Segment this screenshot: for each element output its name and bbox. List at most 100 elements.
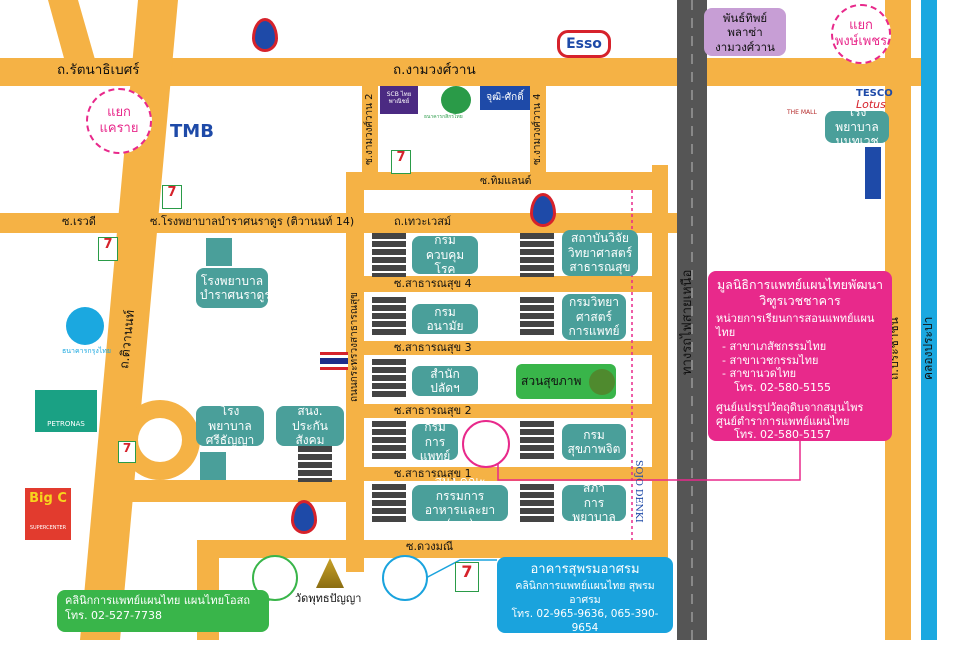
seven-eleven-icon: 7 bbox=[162, 185, 182, 209]
health-park: สวนสุขภาพ bbox=[516, 364, 616, 399]
road-label-satharanasuk-1: ซ.สาธารณสุข 1 bbox=[394, 467, 472, 480]
homepro-label: HomePro bbox=[847, 148, 856, 185]
road-duangmanee bbox=[204, 540, 668, 558]
health-park-label: สวนสุขภาพ bbox=[521, 374, 582, 388]
road-satharanasuk-3 bbox=[364, 341, 652, 355]
clinic-blue-phone: โทร. 02-965-9636, 065-390-9654 bbox=[511, 607, 659, 635]
intersection-khae-rai: แยก แคราย bbox=[86, 88, 152, 154]
tesco-label: TESCO bbox=[856, 88, 893, 99]
intersection-phong-phet: แยก พงษ์เพชร bbox=[831, 4, 891, 64]
road-label-rattanathibet: ถ.รัตนาธิเบศร์ bbox=[57, 62, 140, 78]
clinic-blue-line: LINE ID : suprom_clinic bbox=[525, 636, 645, 649]
road-label-satharanasuk-2: ซ.สาธารณสุข 2 bbox=[394, 404, 472, 417]
road-label-satharanasuk-4: ซ.สาธารณสุข 4 bbox=[394, 277, 472, 290]
road-label-canal: คลองประปา bbox=[921, 316, 935, 380]
hospital-icon bbox=[200, 452, 226, 480]
seven-eleven-icon: 7 bbox=[118, 441, 136, 463]
road-ngamwongwan bbox=[0, 58, 677, 86]
med-sciences-dept: กรมวิทยา ศาสตร์ การแพทย์ bbox=[562, 294, 626, 340]
petronas-logo: PETRONAS bbox=[35, 390, 97, 432]
building-icon bbox=[372, 233, 406, 277]
thai-flag-icon bbox=[320, 352, 348, 370]
foundation-item: - สาขาเภสัชกรรมไทย bbox=[722, 339, 827, 353]
big-c-logo: Big C SUPERCENTER bbox=[25, 488, 71, 540]
lotus-label: Lotus bbox=[856, 98, 886, 111]
foundation-title: มูลนิธิการแพทย์แผนไทยพัฒนา วิฑูรเวชชาคาร bbox=[716, 277, 884, 308]
the-mall-label: THE MALL bbox=[787, 109, 817, 116]
fda-office: สนง.คณะกรรมการ อาหารและยา (อย.) bbox=[412, 474, 508, 531]
social-security-office: สนง. ประกันสังคม bbox=[276, 404, 344, 447]
kasikorn-label: ธนาคารกสิกรไทย bbox=[424, 114, 463, 120]
clinic-location-icon bbox=[382, 555, 428, 601]
building-icon bbox=[372, 297, 406, 337]
road-label-soi-4: ซ.งามวงศ์วาน 4 bbox=[532, 93, 543, 165]
road-thim-land bbox=[346, 172, 668, 190]
foundation-center-1: ศูนย์แปรรูปวัตถุดิบจากสมุนไพร bbox=[716, 400, 864, 414]
scb-logo: SCB ไทยพาณิชย์ bbox=[380, 86, 418, 114]
clinic-green-name: คลินิกการแพทย์แผนไทย แผนไทยโอสถ bbox=[65, 594, 251, 607]
ptt-gas-icon bbox=[530, 193, 556, 227]
road-label-bamrasnaradura: ซ.โรงพยาบาลบำราศนราดูร (ติวานนท์ 14) bbox=[150, 215, 355, 228]
tmb-logo: TMB bbox=[170, 121, 214, 142]
road-label-satharanasuk-3: ซ.สาธารณสุข 3 bbox=[394, 341, 472, 354]
esso-logo: Esso bbox=[557, 30, 611, 58]
road-satharanasuk-1 bbox=[364, 467, 652, 481]
foundation-item: - สาขาเวชกรรมไทย bbox=[722, 353, 819, 367]
railway-track bbox=[677, 0, 707, 640]
seven-eleven-icon: 7 bbox=[391, 150, 411, 174]
foundation-info-box: มูลนิธิการแพทย์แผนไทยพัฒนา วิฑูรเวชชาคาร… bbox=[708, 271, 892, 441]
foundation-phone-2: โทร. 02-580-5157 bbox=[734, 428, 831, 442]
clinic-green-box: คลินิกการแพทย์แผนไทย แผนไทยโอสถ โทร. 02-… bbox=[57, 590, 269, 632]
road-label-duangmanee: ซ.ดวงมณี bbox=[406, 540, 454, 553]
clinic-green-phone: โทร. 02-527-7738 bbox=[65, 608, 162, 622]
road-label-soi-2: ซ.งามวงศ์วาน 2 bbox=[364, 93, 375, 165]
homepro-logo: HomePro bbox=[847, 147, 881, 199]
ptt-gas-icon bbox=[252, 18, 278, 52]
juksak-logo: จุฒิ-ศักดิ์ bbox=[480, 86, 530, 110]
building-icon bbox=[372, 484, 406, 524]
health-dept: กรมอนามัย bbox=[412, 304, 478, 334]
building-icon bbox=[520, 421, 554, 461]
canal-prapa bbox=[921, 0, 937, 640]
big-c-label: Big C bbox=[29, 491, 67, 506]
tree-icon bbox=[589, 368, 616, 395]
road-ministry bbox=[346, 172, 364, 572]
krungthai-label: ธนาคารกรุงไทย bbox=[62, 347, 112, 355]
clinic-blue-name: คลินิกการแพทย์แผนไทย สุพรมอาศรม bbox=[515, 579, 655, 606]
road-label-thewawet: ถ.เทวะเวสม์ bbox=[394, 215, 452, 228]
clinic-blue-box: อาคารสุพรมอาศรม คลินิกการแพทย์แผนไทย สุพ… bbox=[497, 557, 673, 648]
seven-eleven-icon: 7 bbox=[98, 237, 118, 261]
road-bamrasnaradura bbox=[0, 213, 677, 233]
road-label-railway: ทางรถไฟสายเหนือ bbox=[680, 269, 695, 375]
medical-dept: กรม การแพทย์ bbox=[412, 420, 458, 463]
foundation-item: - สาขานวดไทย bbox=[722, 367, 797, 381]
road-tiwanon bbox=[80, 0, 178, 640]
kasikorn-logo-icon bbox=[441, 86, 471, 114]
foundation-phone-1: โทร. 02-580-5155 bbox=[734, 381, 831, 394]
foundation-school: หน่วยการเรียนการสอนแพทย์แผนไทย bbox=[716, 312, 875, 339]
clinic-location-icon bbox=[252, 555, 298, 601]
mental-health-dept: กรม สุขภาพจิต bbox=[562, 424, 626, 460]
sojo-denki-label: SOJO DENKI bbox=[633, 460, 644, 523]
road-label-ministry: ถนนกระทรวงสาธารณสุข bbox=[349, 291, 360, 402]
foundation-center-2: ศูนย์ตำราการแพทย์แผนไทย bbox=[716, 414, 850, 428]
disease-control-dept: กรม ควบคุมโรค bbox=[412, 233, 478, 276]
pantip-plaza-box: พันธ์ทิพย์ พลาซ่า งามวงศ์วาน bbox=[704, 8, 786, 56]
road-label-thim-land: ซ.ทิมแลนด์ bbox=[480, 175, 532, 187]
temple-label: วัดพุทธปัญญา bbox=[295, 592, 362, 605]
bamrasnaradura-hospital: โรงพยาบาล บำราศนราดูร bbox=[196, 268, 271, 308]
srithanya-hospital: โรงพยาบาล ศรีธัญญา bbox=[196, 404, 264, 447]
research-institute: สถาบันวิจัย วิทยาศาสตร์ สาธารณสุข bbox=[562, 230, 638, 276]
road-soi-2 bbox=[362, 80, 378, 180]
krungthai-logo-icon bbox=[66, 307, 104, 345]
building-icon bbox=[520, 297, 554, 337]
big-c-sub-label: SUPERCENTER bbox=[29, 525, 67, 532]
road-soi-4 bbox=[530, 80, 546, 180]
clinic-blue-title: อาคารสุพรมอาศรม bbox=[530, 562, 640, 577]
seven-eleven-icon: 7 bbox=[455, 562, 479, 592]
road-satharanasuk-4 bbox=[364, 276, 652, 292]
hospital-icon bbox=[206, 238, 232, 266]
building-icon bbox=[298, 446, 332, 482]
building-icon bbox=[372, 359, 406, 399]
ptt-gas-icon bbox=[291, 500, 317, 534]
